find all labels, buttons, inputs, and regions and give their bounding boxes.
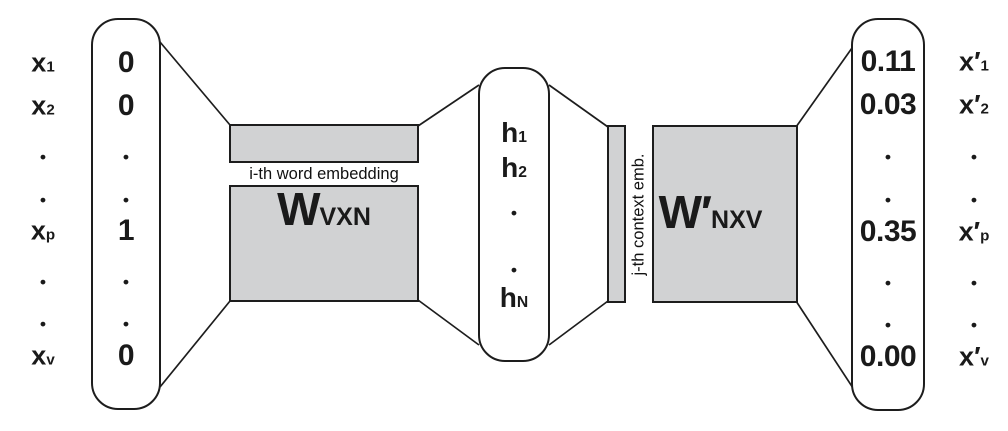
hidden-unit-dots: •	[511, 203, 517, 223]
output-value-dots: •	[885, 147, 891, 167]
output-value: 0.11	[860, 45, 916, 78]
embedding-weight-matrix: i-th word embedding WVXN	[229, 124, 419, 302]
output-vector	[851, 18, 925, 411]
output-label-dots: •	[971, 315, 977, 335]
context-matrix-label: W′NXV	[658, 186, 763, 238]
input-vector	[91, 18, 161, 410]
output-value-dots: •	[885, 190, 891, 210]
embedding-matrix-label: WVXN	[277, 183, 371, 235]
input-value: 0	[117, 89, 135, 122]
input-value-dots: •	[123, 147, 129, 167]
input-value-hot: 1	[117, 214, 135, 247]
word-embedding-strip: i-th word embedding	[229, 161, 419, 187]
input-label-dots: •	[40, 147, 46, 167]
input-value-dots: •	[123, 314, 129, 334]
input-label-x2: x2	[31, 90, 55, 121]
output-value: 0.35	[859, 215, 917, 248]
input-value: 0	[117, 339, 135, 372]
input-value-dots: •	[123, 190, 129, 210]
input-value-dots: •	[123, 272, 129, 292]
hidden-unit-hN: hN	[499, 282, 529, 313]
input-label-x1: x1	[31, 47, 55, 78]
input-label-dots: •	[40, 272, 46, 292]
output-label-xv: x′v	[959, 341, 989, 372]
output-value: 0.00	[859, 340, 917, 373]
output-value-dots: •	[885, 315, 891, 335]
hidden-unit-h2: h2	[501, 152, 527, 183]
input-label-dots: •	[40, 314, 46, 334]
context-weight-matrix: j-th context emb. W′NXV	[607, 125, 798, 303]
output-label-x1: x′1	[959, 46, 989, 77]
context-embedding-strip: j-th context emb.	[624, 125, 654, 303]
input-value: 0	[117, 46, 135, 79]
input-label-dots: •	[40, 190, 46, 210]
hidden-unit-dots: •	[511, 260, 517, 280]
output-label-x2: x′2	[959, 89, 989, 120]
output-label-dots: •	[971, 147, 977, 167]
hidden-layer-vector	[478, 67, 550, 362]
output-value: 0.03	[859, 88, 917, 121]
input-label-xv: xv	[31, 340, 55, 371]
hidden-unit-h1: h1	[501, 117, 527, 148]
output-label-xp: x′p	[958, 216, 990, 247]
output-label-dots: •	[971, 190, 977, 210]
output-label-dots: •	[971, 273, 977, 293]
input-label-xp: xp	[30, 215, 56, 246]
output-value-dots: •	[885, 273, 891, 293]
